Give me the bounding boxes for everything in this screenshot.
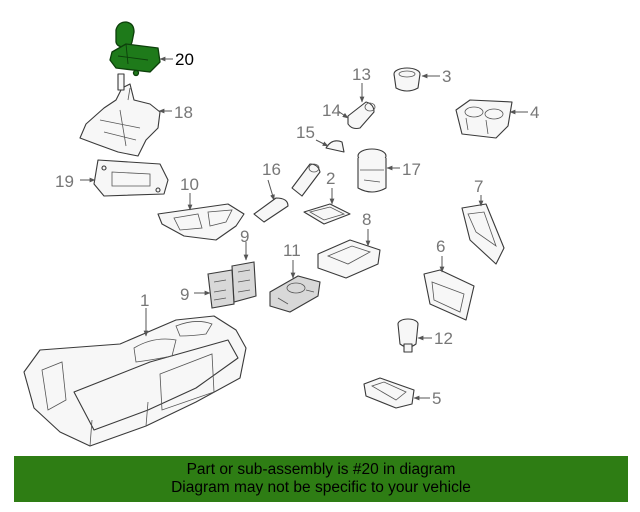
part-17-outlet[interactable] xyxy=(357,148,387,193)
callout-19: 19 xyxy=(55,172,74,191)
callout-3: 3 xyxy=(442,67,451,86)
part-16b-socket[interactable] xyxy=(253,197,289,223)
part-7-trim-panel[interactable] xyxy=(461,203,505,265)
part-4-cup-holder[interactable] xyxy=(455,99,513,139)
part-6-pocket[interactable] xyxy=(423,269,475,321)
callout-14: 14 xyxy=(322,101,341,120)
part-19-bracket[interactable] xyxy=(93,159,169,197)
callout-11: 11 xyxy=(283,241,301,260)
part-20-shift-boot[interactable] xyxy=(109,21,161,77)
callout-16: 16 xyxy=(262,160,281,179)
callout-2: 2 xyxy=(326,169,335,188)
callout-9-top: 9 xyxy=(240,227,249,246)
callout-6: 6 xyxy=(436,237,445,256)
callout-12: 12 xyxy=(434,329,453,348)
part-1-center-console[interactable] xyxy=(23,315,247,447)
part-18-shifter-assembly[interactable] xyxy=(79,73,161,157)
callout-18: 18 xyxy=(174,103,193,122)
part-11-switch-module[interactable] xyxy=(269,275,321,313)
callout-9-left: 9 xyxy=(180,285,189,304)
part-16-socket-housing[interactable] xyxy=(291,163,321,197)
banner-line-2: Diagram may not be specific to your vehi… xyxy=(171,479,471,496)
callout-1: 1 xyxy=(140,291,149,310)
part-3-cup-ring[interactable] xyxy=(393,67,421,92)
banner-line-1: Part or sub-assembly is #20 in diagram xyxy=(186,461,456,478)
info-banner: Part or sub-assembly is #20 in diagram D… xyxy=(14,456,628,502)
part-12-knob[interactable] xyxy=(397,318,419,353)
callout-5: 5 xyxy=(432,389,441,408)
part-8-tray[interactable] xyxy=(317,239,381,279)
callout-20: 20 xyxy=(175,50,194,69)
callout-10: 10 xyxy=(180,175,199,194)
part-15-cover[interactable] xyxy=(325,140,345,153)
part-2-mat[interactable] xyxy=(303,203,351,225)
part-5-tray-insert[interactable] xyxy=(363,377,415,409)
callout-4: 4 xyxy=(530,103,539,122)
callout-15: 15 xyxy=(296,123,315,142)
callout-7: 7 xyxy=(474,177,483,196)
callout-8: 8 xyxy=(362,210,371,229)
part-9-switch-panel[interactable] xyxy=(207,261,257,309)
callout-13: 13 xyxy=(352,65,371,84)
part-14-socket[interactable] xyxy=(347,101,376,130)
part-10-bezel[interactable] xyxy=(157,203,245,241)
callout-17: 17 xyxy=(402,160,421,179)
